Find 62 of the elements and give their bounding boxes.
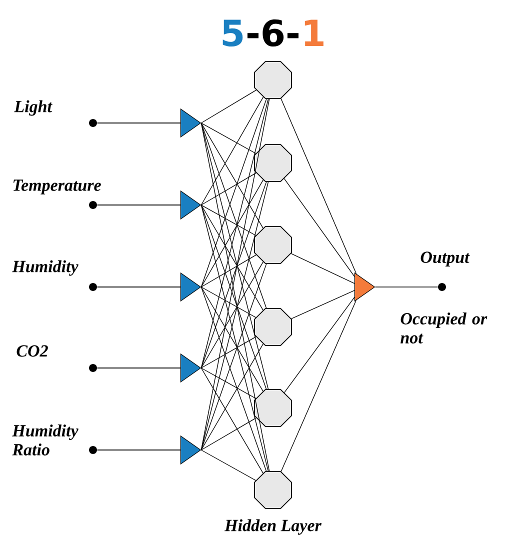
connection-line (200, 262, 264, 368)
connection-line (200, 98, 269, 368)
hidden-neuron (254, 226, 292, 264)
title-text: -6- (247, 19, 298, 47)
hidden-neuron (254, 308, 292, 346)
node-label: Temperature (13, 180, 101, 194)
connection-line (200, 204, 256, 236)
connection-line (200, 286, 264, 392)
input-dot (89, 446, 97, 454)
connection-line (200, 286, 267, 472)
node-label: Output (420, 252, 470, 266)
connection-line (200, 204, 267, 390)
input-dot (89, 364, 97, 372)
output-dot (438, 283, 446, 291)
title-text: 5 (222, 20, 243, 47)
node-label: Humidity Ratio (12, 424, 78, 456)
connection-line (200, 264, 267, 450)
connection-line (200, 182, 269, 450)
connection-line (200, 90, 257, 124)
connection-line (97, 367, 180, 369)
connection-line (200, 122, 264, 228)
connection-line (291, 290, 355, 320)
hidden-neuron (254, 389, 292, 427)
node-label: Light (14, 100, 52, 116)
connection-line (97, 204, 180, 206)
node-label: CO2 (16, 345, 48, 357)
hidden-neuron (254, 471, 292, 509)
hidden-neuron (254, 61, 292, 99)
connection-line (200, 368, 264, 474)
connection-line (200, 418, 256, 450)
connection-line (284, 178, 355, 277)
connection-line (200, 172, 256, 206)
connection-line (200, 450, 256, 481)
node-label: Occupied or not (400, 312, 488, 344)
connection-line (97, 286, 180, 288)
connection-line (200, 122, 256, 154)
connection-line (200, 254, 256, 288)
connection-line (200, 180, 264, 288)
connection-line (374, 286, 438, 288)
connection-line (200, 98, 267, 288)
title-text: 1 (304, 20, 324, 46)
connection-line (280, 98, 357, 274)
connection-line (97, 449, 180, 451)
connection-line (280, 300, 356, 472)
connection-line (200, 286, 256, 318)
connection-line (200, 204, 264, 310)
connection-line (97, 122, 180, 124)
connection-line (200, 204, 269, 472)
connection-line (200, 344, 264, 450)
input-dot (89, 119, 97, 127)
hidden-neuron (254, 144, 292, 182)
connection-line (200, 122, 269, 390)
connection-line (200, 96, 264, 206)
connection-line (200, 368, 256, 399)
connection-line (284, 296, 355, 393)
node-label: Humidity (12, 260, 78, 276)
connection-line (200, 182, 267, 368)
connection-line (290, 253, 355, 284)
connection-line (200, 122, 267, 308)
input-dot (89, 201, 97, 209)
input-dot (89, 283, 97, 291)
connection-line (200, 336, 256, 368)
